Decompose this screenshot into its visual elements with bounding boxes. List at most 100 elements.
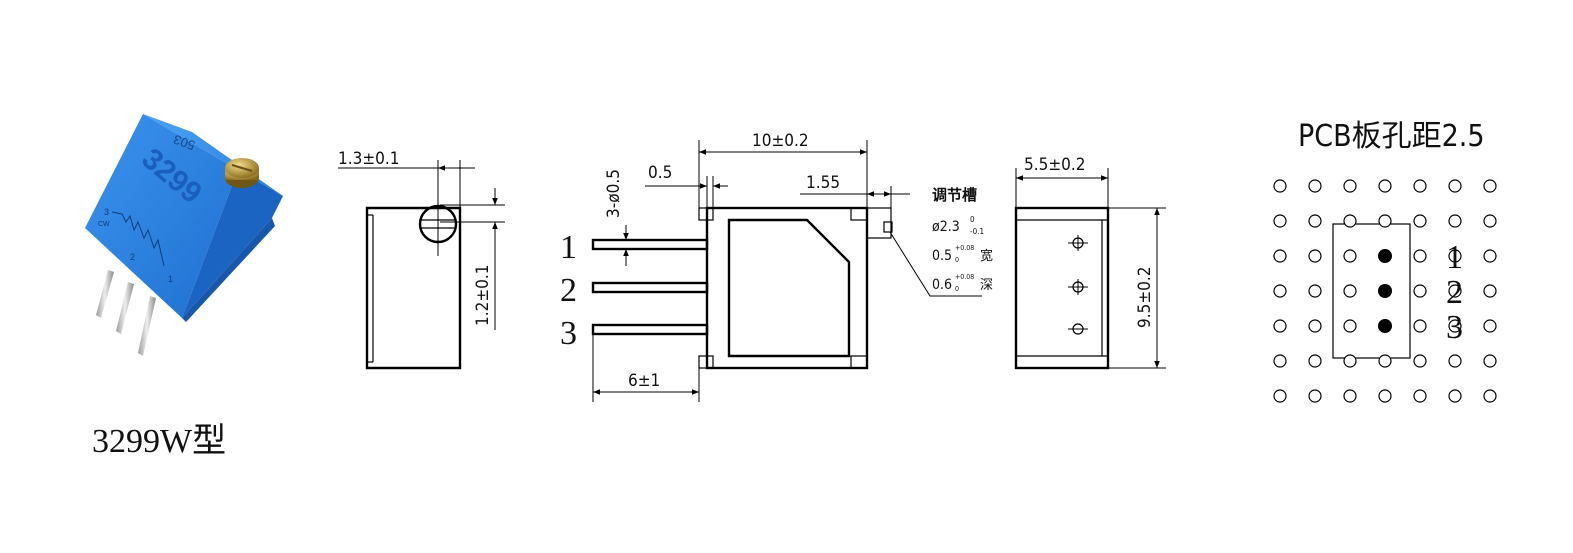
front-dim-offset: 0.5 [648, 163, 672, 183]
slot-note-depth-label: 深 [980, 277, 993, 292]
slot-note-depth: 0.6 [932, 277, 952, 293]
side-view: 1.3±0.1 1.2±0.1 [338, 149, 505, 370]
slot-note-depth-tol-lower: 0 [955, 285, 959, 293]
pin-number-1: 1 [560, 229, 577, 266]
side-dim-height: 1.2±0.1 [473, 265, 493, 326]
slot-note-width-tol-upper: +0.08 [955, 244, 974, 252]
top-marking: 503 [172, 132, 198, 154]
pin-number-2: 2 [560, 272, 577, 309]
pcb-pin-number-2: 2 [1446, 274, 1463, 311]
pcb-hole [1448, 179, 1462, 193]
pcb-hole [1378, 214, 1392, 228]
pcb-hole [1343, 214, 1357, 228]
pcb-title: PCB板孔距2.5 [1298, 119, 1485, 154]
pcb-hole [1448, 389, 1462, 403]
end-view-pin-marks [1068, 235, 1088, 335]
pcb-pad-pin-2 [1378, 284, 1392, 298]
pcb-hole [1343, 319, 1357, 333]
pcb-hole [1308, 319, 1322, 333]
product-pins [96, 270, 156, 356]
end-dim-width: 5.5±0.2 [1024, 155, 1085, 175]
pcb-hole [1273, 389, 1287, 403]
adjust-knob-icon [225, 158, 259, 188]
svg-text:ø2.3: ø2.3 [932, 219, 960, 235]
pcb-hole [1308, 249, 1322, 263]
pcb-hole [1413, 319, 1427, 333]
pcb-hole [1343, 249, 1357, 263]
pcb-hole [1413, 179, 1427, 193]
pcb-hole [1308, 284, 1322, 298]
pcb-hole-grid [1273, 179, 1497, 403]
pcb-pad-pin-1 [1378, 249, 1392, 263]
front-dim-slot: 1.55 [806, 173, 840, 193]
pcb-hole [1273, 354, 1287, 368]
side-pin-label-cw: CW [98, 221, 110, 228]
front-pins [591, 238, 709, 336]
product-body-left-face [85, 114, 238, 318]
side-dim-width: 1.3±0.1 [338, 149, 399, 169]
pcb-hole [1273, 249, 1287, 263]
pcb-hole [1308, 179, 1322, 193]
slot-note-width-label: 宽 [980, 248, 993, 263]
slot-note: 调节槽 ø2.3 0 -0.1 0.5 +0.08 0 宽 0.6 +0.08 … [932, 186, 993, 293]
pcb-hole [1273, 319, 1287, 333]
slot-note-dia: ø2.3 [932, 219, 960, 235]
pcb-hole [1483, 214, 1497, 228]
pcb-hole [1448, 319, 1462, 333]
pcb-hole [1273, 214, 1287, 228]
end-view: 5.5±0.2 9.5±0.2 [1014, 155, 1166, 370]
pcb-hole [1343, 389, 1357, 403]
side-pin-label-2: 2 [130, 252, 135, 262]
side-pin-label-1: 1 [168, 274, 173, 284]
pcb-hole [1273, 179, 1287, 193]
pcb-hole [1413, 354, 1427, 368]
slot-note-dia-tol-upper: 0 [970, 215, 975, 224]
slot-note-width-tol-lower: 0 [955, 256, 959, 264]
pcb-hole [1483, 284, 1497, 298]
pcb-hole [1483, 179, 1497, 193]
pcb-pin-number-1: 1 [1446, 239, 1463, 276]
pcb-hole [1343, 179, 1357, 193]
front-dim-pin-spacing: 6±1 [628, 371, 660, 391]
pcb-hole [1378, 389, 1392, 403]
pcb-hole [1378, 354, 1392, 368]
front-dim-pin-dia: 3-ø0.5 [604, 169, 624, 218]
pcb-hole [1448, 249, 1462, 263]
pcb-hole [1483, 319, 1497, 333]
pcb-hole [1308, 354, 1322, 368]
pcb-pad-pin-3 [1378, 319, 1392, 333]
model-caption: 3299W型 [92, 423, 226, 460]
pcb-hole [1413, 389, 1427, 403]
slot-note-depth-tol-upper: +0.08 [955, 273, 974, 281]
pcb-hole [1273, 284, 1287, 298]
pcb-hole [1483, 249, 1497, 263]
front-view: 1 2 3 10±0.2 3-ø0.5 0.5 1.55 6±1 调节槽 ø2.… [560, 131, 993, 402]
pcb-hole [1483, 389, 1497, 403]
pcb-pin-number-3: 3 [1446, 309, 1463, 346]
pin-number-3: 3 [560, 315, 577, 352]
slot-note-dia-tol-lower: -0.1 [970, 227, 984, 236]
pcb-hole [1448, 354, 1462, 368]
pcb-hole [1343, 284, 1357, 298]
slot-note-width: 0.5 [932, 248, 952, 264]
product-body-right-face [182, 170, 283, 318]
svg-text:0.5: 0.5 [932, 248, 952, 264]
pcb-hole [1413, 214, 1427, 228]
end-dim-height: 9.5±0.2 [1135, 267, 1155, 328]
pcb-hole [1448, 284, 1462, 298]
svg-text:0.6: 0.6 [932, 277, 952, 293]
pcb-hole [1308, 214, 1322, 228]
side-pin-label-3: 3 [104, 207, 109, 217]
pcb-hole [1378, 179, 1392, 193]
pcb-hole [1483, 354, 1497, 368]
pcb-hole [1413, 249, 1427, 263]
pcb-hole [1448, 214, 1462, 228]
pin-schematic: 3 CW 2 1 [98, 207, 173, 284]
product-render: 3299 503 3 CW 2 1 3299W型 [85, 114, 283, 460]
pcb-hole [1343, 354, 1357, 368]
pcb-layout: PCB板孔距2.5 1 2 3 [1273, 119, 1497, 403]
pcb-hole [1308, 389, 1322, 403]
front-dim-total-width: 10±0.2 [752, 131, 809, 151]
pcb-hole [1413, 284, 1427, 298]
